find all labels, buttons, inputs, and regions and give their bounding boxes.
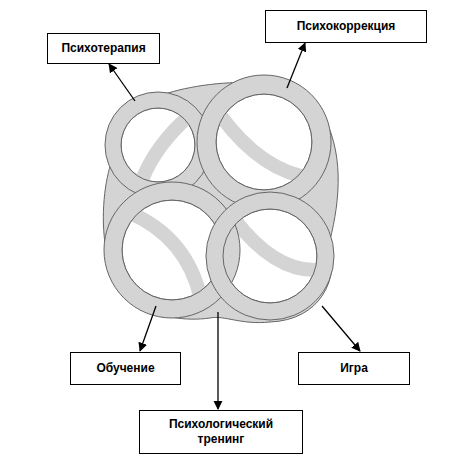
- leader-arrow: [140, 306, 156, 351]
- box-label: Психологический тренинг: [156, 417, 286, 447]
- label-box: Обучение: [70, 352, 181, 385]
- leader-arrow: [217, 312, 218, 409]
- leader-arrow: [109, 64, 135, 101]
- box-label: Игра: [340, 361, 368, 376]
- ring: [197, 75, 331, 209]
- label-box: Психологический тренинг: [139, 410, 303, 454]
- ring-band: [220, 115, 312, 178]
- box-label: Психокоррекция: [297, 19, 396, 34]
- box-content: Психокоррекция: [297, 19, 396, 34]
- box-content: Психотерапия: [61, 41, 145, 56]
- leader-arrow: [322, 306, 360, 351]
- ring: [206, 192, 334, 320]
- ring: [105, 92, 211, 198]
- leader-arrow: [287, 43, 305, 88]
- box-content: Психологический тренинг: [156, 417, 286, 447]
- box-content: Обучение: [96, 361, 154, 376]
- box-label: Обучение: [96, 361, 154, 376]
- ring-band: [235, 220, 318, 270]
- box-content: Игра: [340, 361, 368, 376]
- label-box: Игра: [298, 352, 410, 385]
- label-box: Психокоррекция: [265, 10, 427, 43]
- label-box: Психотерапия: [47, 33, 160, 64]
- box-label: Психотерапия: [61, 41, 145, 56]
- rings: [104, 75, 334, 320]
